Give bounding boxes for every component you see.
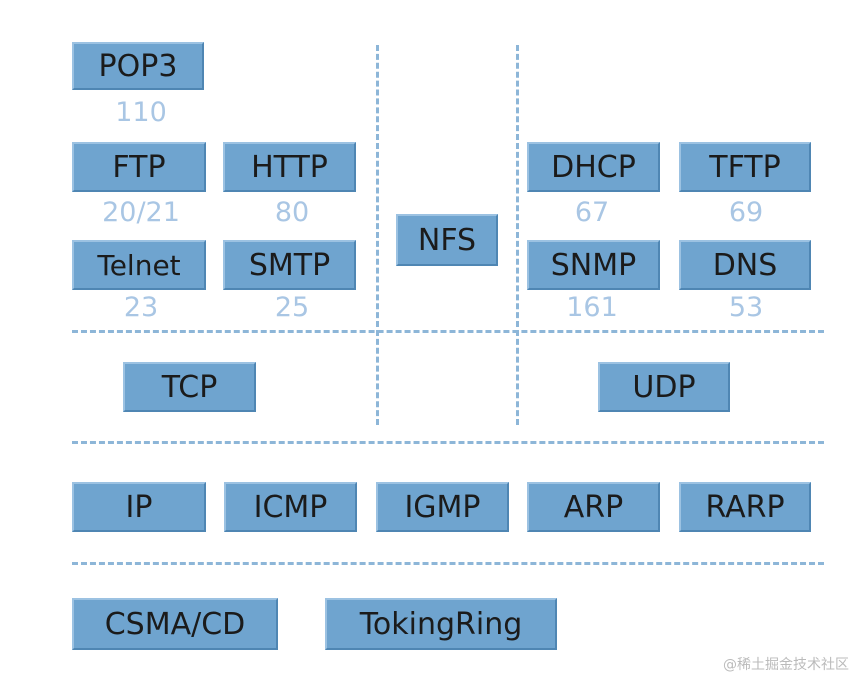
smtp-port: 25 [274, 292, 310, 323]
nfs-box: NFS [396, 214, 498, 266]
telnet-port: 23 [123, 292, 159, 323]
snmp-port: 161 [566, 292, 618, 323]
tftp-port: 69 [728, 197, 764, 228]
http-port: 80 [274, 197, 310, 228]
csma-cd-box: CSMA/CD [72, 598, 278, 650]
http-box: HTTP [223, 142, 356, 192]
tftp-box: TFTP [679, 142, 811, 192]
ftp-box: FTP [72, 142, 206, 192]
watermark: @稀土掘金技术社区 [723, 657, 849, 673]
telnet-box: Telnet [72, 240, 206, 290]
separator-transport-network [72, 441, 824, 444]
rarp-box: RARP [679, 482, 811, 532]
ftp-port: 20/21 [102, 197, 180, 228]
separator-app-transport [72, 330, 824, 333]
icmp-box: ICMP [224, 482, 357, 532]
tcp-box: TCP [123, 362, 256, 412]
dns-port: 53 [728, 292, 764, 323]
pop3-port: 110 [115, 97, 167, 128]
arp-box: ARP [527, 482, 660, 532]
dhcp-port: 67 [574, 197, 610, 228]
separator-network-link [72, 562, 824, 565]
dhcp-box: DHCP [527, 142, 660, 192]
token-ring-box: TokingRing [325, 598, 557, 650]
dns-box: DNS [679, 240, 811, 290]
ip-box: IP [72, 482, 206, 532]
separator-left-vertical [376, 45, 379, 425]
separator-right-vertical [516, 45, 519, 425]
pop3-box: POP3 [72, 42, 204, 90]
udp-box: UDP [598, 362, 730, 412]
snmp-box: SNMP [527, 240, 660, 290]
igmp-box: IGMP [376, 482, 509, 532]
smtp-box: SMTP [223, 240, 356, 290]
